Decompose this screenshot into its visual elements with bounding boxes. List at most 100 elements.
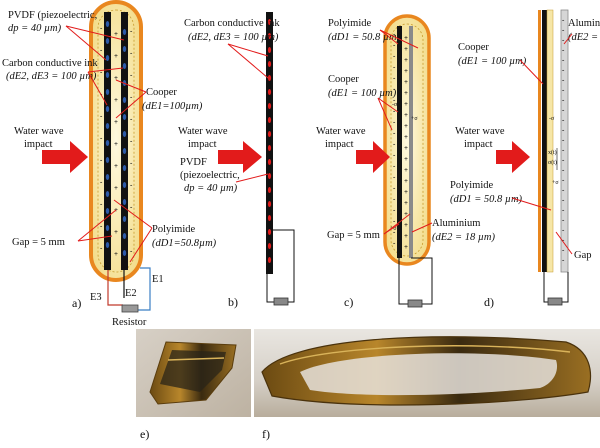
ink-dot xyxy=(122,250,127,256)
label-a-cooper-1: Cooper xyxy=(146,87,177,98)
label-a-ink-1: Carbon conductive ink xyxy=(2,58,98,69)
ink-dot xyxy=(122,46,127,52)
ink-dot xyxy=(105,242,110,248)
wave-arrow-d xyxy=(496,141,530,173)
ink-dot xyxy=(105,208,110,214)
panel-d-diagram: --------------------------σ+σ xyxy=(538,9,569,306)
label-c-polyimide-2: (dD1 = 50.8 µm) xyxy=(328,32,401,43)
minus-sign: - xyxy=(393,151,396,159)
polyimide-layer-d xyxy=(546,9,554,273)
plus-sigma-label: +σ xyxy=(552,180,559,186)
ink-dot xyxy=(105,21,110,27)
label-d-al-2: (dE2 = 1 xyxy=(568,32,600,43)
label-a-polyimide-1: Polyimide xyxy=(152,224,196,235)
label-b-wave-2: impact xyxy=(188,139,217,150)
ink-dot xyxy=(122,29,127,35)
minus-sign: - xyxy=(562,236,565,244)
ink-dot xyxy=(122,97,127,103)
ink-dot xyxy=(267,257,272,263)
photo-f xyxy=(254,329,600,417)
minus-sign: - xyxy=(130,159,133,167)
ink-dot xyxy=(267,103,272,109)
ink-dot xyxy=(122,216,127,222)
ink-dot xyxy=(122,114,127,120)
wire-e3 xyxy=(107,270,123,306)
plus-sign: + xyxy=(404,144,408,152)
plus-sign: + xyxy=(404,155,408,163)
circuit-b xyxy=(266,229,295,303)
label-c-al-1: Aluminium xyxy=(432,218,480,229)
plus-sign: + xyxy=(404,243,408,251)
minus-sign: - xyxy=(393,41,396,49)
ink-dot xyxy=(267,131,272,137)
ink-dot xyxy=(105,225,110,231)
minus-sign: - xyxy=(100,134,103,142)
label-a-gap: Gap = 5 mm xyxy=(12,237,65,248)
ink-dot xyxy=(122,182,127,188)
minus-sign: - xyxy=(393,52,396,60)
label-b-ink-2: (dE2, dE3 = 100 µm) xyxy=(188,32,279,43)
ink-dot xyxy=(267,145,272,151)
pvdf-strip-right-a xyxy=(121,12,128,270)
label-a-polyimide-2: (dD1=50.8µm) xyxy=(152,238,217,249)
photo-f-highlight xyxy=(279,345,571,365)
plus-sign: + xyxy=(404,67,408,75)
label-c-wave-1: Water wave xyxy=(316,126,366,137)
minus-sign: - xyxy=(393,162,396,170)
ink-dot xyxy=(105,174,110,180)
wave-arrow-b xyxy=(218,141,262,173)
leader-lines-a xyxy=(65,25,153,263)
ink-dot xyxy=(122,233,127,239)
aluminium-strip-d xyxy=(560,9,569,273)
plus-sign: + xyxy=(404,122,408,130)
minus-sign: - xyxy=(562,246,565,254)
polyimide-inner-a xyxy=(97,9,135,273)
minus-sign: - xyxy=(562,206,565,214)
carbon-ink-dots-a xyxy=(105,21,127,256)
minus-sign: - xyxy=(393,96,396,104)
minus-sign: - xyxy=(393,173,396,181)
minus-sign: - xyxy=(562,136,565,144)
plus-sign: + xyxy=(114,184,118,192)
minus-sign: - xyxy=(130,203,133,211)
minus-sign: - xyxy=(393,85,396,93)
ink-dot xyxy=(105,55,110,61)
ink-dot xyxy=(267,33,272,39)
minus-sign: - xyxy=(562,146,565,154)
charge-signs-c: -+-+-+-+-+-+-+-+-+-+-+-+-+-+-+-+-+-+-+-+… xyxy=(390,30,418,251)
ink-dot xyxy=(267,215,272,221)
panel-c-diagram: -+-+-+-+-+-+-+-+-+-+-+-+-+-+-+-+-+-+-+-+… xyxy=(383,14,433,308)
minus-sigma-label: -σ xyxy=(549,116,555,122)
plus-sign: + xyxy=(404,100,408,108)
minus-sign: - xyxy=(562,166,565,174)
minus-sign: - xyxy=(562,256,565,264)
ink-dot xyxy=(267,173,272,179)
resistor-a xyxy=(121,304,139,313)
minus-sign: - xyxy=(393,228,396,236)
minus-sign: - xyxy=(562,106,565,114)
polyimide-outer-left-d xyxy=(538,10,541,272)
label-d-cooper-1: Cooper xyxy=(458,42,489,53)
plus-sign: + xyxy=(114,52,118,60)
label-d-x-t: x(t) xyxy=(548,149,557,156)
plus-sign: + xyxy=(114,228,118,236)
label-b-pvdf-3: dp = 40 µm) xyxy=(184,183,238,194)
leader-lines-c xyxy=(377,29,433,235)
photo-f-inner-gap xyxy=(300,353,558,396)
plus-sign: + xyxy=(404,199,408,207)
label-a-wave-1: Water wave xyxy=(14,126,64,137)
minus-sigma-label: -σ xyxy=(392,102,398,108)
polyimide-inner-c xyxy=(390,23,424,257)
minus-sign: - xyxy=(393,217,396,225)
label-c-cooper-1: Cooper xyxy=(328,74,359,85)
minus-sign: - xyxy=(100,222,103,230)
ink-dot xyxy=(122,63,127,69)
panel-label-a: a) xyxy=(72,296,81,310)
resistor-b xyxy=(273,297,289,306)
label-c-cooper-2: (dE1 = 100 µm) xyxy=(328,88,397,99)
label-a-e1: E1 xyxy=(152,274,164,285)
minus-sign: - xyxy=(562,176,565,184)
plus-sign: + xyxy=(404,232,408,240)
label-d-polyimide-2: (dD1 = 50.8 µm) xyxy=(450,194,523,205)
